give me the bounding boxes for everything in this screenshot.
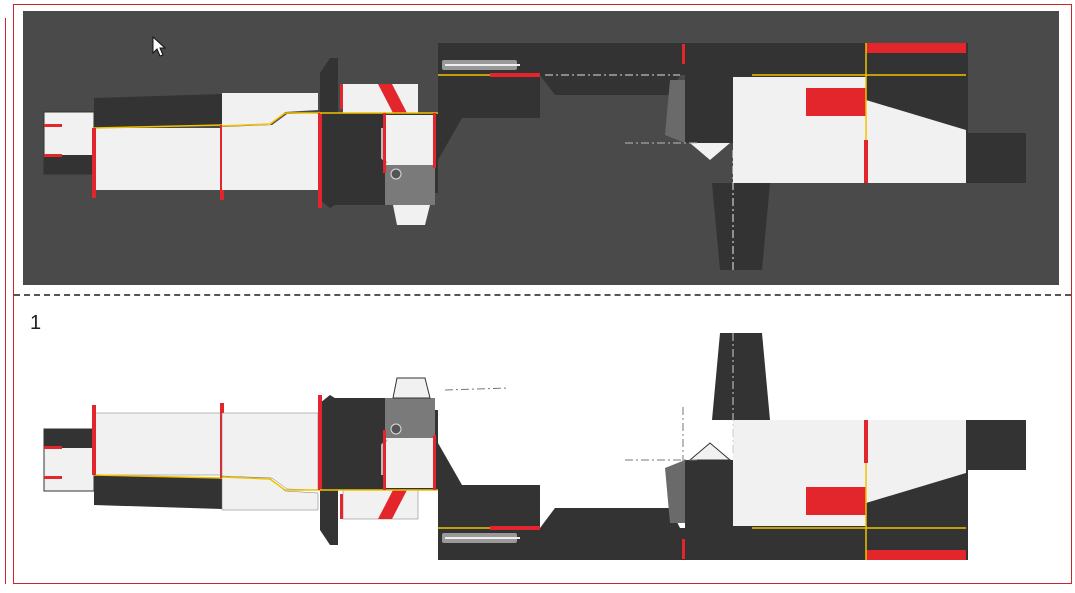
outer-frame xyxy=(13,4,1072,584)
red-tick xyxy=(340,84,343,109)
bottom-tab xyxy=(393,205,430,225)
red-edge xyxy=(864,420,868,463)
red-window xyxy=(806,88,866,116)
red-edge xyxy=(318,395,322,490)
segment-light xyxy=(94,128,222,190)
red-window xyxy=(806,487,866,515)
red-band xyxy=(866,43,966,53)
red-tick xyxy=(682,44,685,64)
connector-notch xyxy=(688,442,732,461)
red-edge xyxy=(92,405,96,475)
connector-notch xyxy=(690,143,730,160)
red-stripe xyxy=(378,84,407,113)
bottom-tab xyxy=(392,377,431,399)
end-tab xyxy=(966,420,1026,470)
segment-dark xyxy=(94,475,222,509)
arm-lower xyxy=(540,75,680,95)
red-edge xyxy=(433,113,436,168)
connector-dark xyxy=(685,43,733,143)
fold-line xyxy=(221,112,320,127)
red-edge xyxy=(318,113,322,208)
window-light xyxy=(385,115,435,165)
lower-fin xyxy=(712,333,770,420)
red-edge xyxy=(92,128,96,198)
page-number: 1 xyxy=(30,312,42,334)
red-edge xyxy=(383,113,386,173)
screw-icon xyxy=(390,168,402,180)
segment-dark xyxy=(94,94,222,128)
connector-dark xyxy=(685,460,733,560)
segment-light xyxy=(93,412,223,476)
red-edge xyxy=(490,73,540,77)
left-frame-edge xyxy=(0,18,6,584)
window-light xyxy=(385,438,435,488)
red-tick xyxy=(44,476,62,479)
segment-light xyxy=(222,93,318,126)
top-tab xyxy=(343,84,418,113)
end-block-lower xyxy=(44,429,94,448)
arm-dark xyxy=(438,43,685,160)
head-wedge xyxy=(866,100,966,183)
top-tab xyxy=(342,489,419,520)
center-line xyxy=(444,387,509,391)
red-tick xyxy=(44,124,62,127)
red-tick xyxy=(340,494,343,519)
arm-lower xyxy=(540,508,680,528)
bottom-assembly xyxy=(43,333,1026,560)
red-edge xyxy=(490,526,540,530)
arm-dark xyxy=(438,443,685,560)
fold-line xyxy=(93,474,223,479)
red-edge xyxy=(864,140,868,183)
head-wedge xyxy=(866,420,966,503)
red-stripe xyxy=(378,490,407,519)
screw-icon xyxy=(390,423,402,435)
red-tick xyxy=(44,154,62,157)
mouse-pointer-icon xyxy=(152,35,167,57)
dashed-divider xyxy=(14,294,1071,296)
lower-fin xyxy=(712,183,770,270)
body-foot xyxy=(330,185,385,205)
end-block-lower xyxy=(44,155,94,174)
fold-line xyxy=(221,476,320,491)
red-tick xyxy=(44,446,62,449)
fold-line xyxy=(93,124,223,129)
red-tick xyxy=(682,539,685,559)
red-edge xyxy=(383,430,386,490)
top-assembly xyxy=(43,43,1026,270)
red-edge xyxy=(433,435,436,490)
connector-side xyxy=(665,80,685,143)
segment-light xyxy=(222,113,318,190)
red-band xyxy=(866,550,966,560)
end-tab xyxy=(966,133,1026,183)
body-foot xyxy=(330,398,385,418)
connector-side xyxy=(665,460,685,523)
